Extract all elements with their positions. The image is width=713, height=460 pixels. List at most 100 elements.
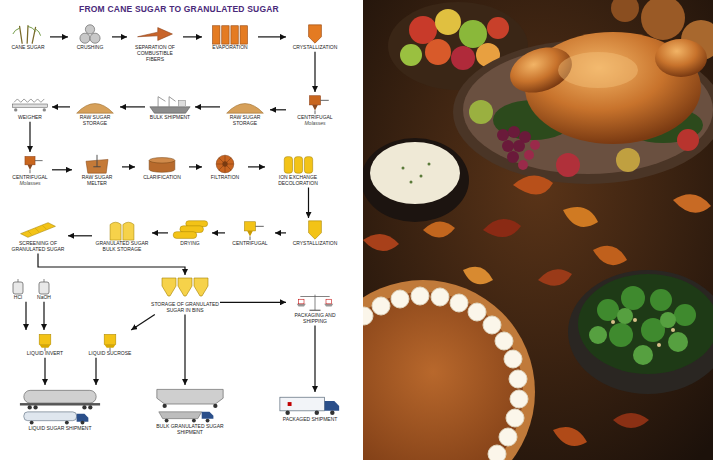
flow-arrow bbox=[120, 106, 145, 107]
equipment-icon bbox=[7, 23, 49, 45]
process-step: CRYSTALLIZATION bbox=[286, 218, 344, 248]
step-label: LIQUID SUGAR SHIPMENT bbox=[16, 426, 104, 432]
process-step: NaOH bbox=[32, 278, 56, 302]
step-label: BULK GRANULATED SUGAR SHIPMENT bbox=[151, 424, 229, 436]
process-step: SEPARATION OF COMBUSTIBLE FIBERS bbox=[127, 22, 183, 63]
flow-arrow bbox=[275, 232, 286, 233]
equipment-icon bbox=[287, 93, 343, 115]
equipment-icon bbox=[287, 219, 343, 241]
step-label: LIQUID SUCROSE bbox=[88, 351, 132, 357]
flow-arrow bbox=[29, 122, 30, 152]
step-label: CRYSTALLIZATION bbox=[287, 241, 343, 247]
step-label: PACKAGING AND SHIPPING bbox=[287, 313, 343, 325]
process-step: CENTRIFUGAL bbox=[225, 218, 275, 248]
process-step: CENTRIFUGALMolasses bbox=[286, 92, 344, 128]
process-step: HCl bbox=[7, 278, 29, 302]
equipment-icon bbox=[287, 291, 343, 313]
flow-arrow bbox=[50, 36, 68, 37]
flow-arrow bbox=[131, 315, 155, 331]
equipment-icon bbox=[151, 386, 229, 424]
flow-arrow bbox=[212, 232, 225, 233]
flow-arrow bbox=[314, 326, 315, 393]
step-label: LIQUID INVERT bbox=[24, 351, 66, 357]
flow-arrow bbox=[38, 254, 185, 276]
equipment-icon bbox=[266, 153, 330, 175]
flow-arrow bbox=[68, 235, 92, 236]
step-label: SCREENING OF GRANULATED SUGAR bbox=[9, 241, 67, 253]
process-step: RAW SUGAR MELTER bbox=[72, 152, 122, 188]
equipment-icon bbox=[136, 153, 188, 175]
step-label: SEPARATION OF COMBUSTIBLE FIBERS bbox=[128, 45, 182, 62]
equipment-icon bbox=[226, 219, 274, 241]
process-step: RAW SUGAR STORAGE bbox=[70, 92, 120, 128]
process-step: PACKAGING AND SHIPPING bbox=[286, 290, 344, 326]
step-label: WEIGHER bbox=[9, 115, 51, 121]
equipment-icon bbox=[276, 393, 344, 417]
process-step: CENTRIFUGALMolasses bbox=[8, 152, 52, 188]
step-label: RAW SUGAR MELTER bbox=[73, 175, 121, 187]
step-label: ION EXCHANGE DECOLORATION bbox=[266, 175, 330, 187]
step-label: NaOH bbox=[33, 295, 55, 301]
step-label: CRYSTALLIZATION bbox=[287, 45, 343, 51]
flow-arrow bbox=[122, 166, 135, 167]
step-label: RAW SUGAR STORAGE bbox=[221, 115, 269, 127]
process-step: LIQUID SUGAR SHIPMENT bbox=[15, 385, 105, 433]
equipment-icon bbox=[203, 23, 257, 45]
flow-arrow bbox=[195, 106, 220, 107]
flow-arrow bbox=[25, 302, 26, 330]
process-step: RAW SUGAR STORAGE bbox=[220, 92, 270, 128]
flow-arrow bbox=[183, 36, 202, 37]
equipment-icon bbox=[146, 93, 194, 115]
flow-arrow bbox=[189, 166, 202, 167]
flow-arrow bbox=[308, 188, 309, 219]
equipment-icon bbox=[69, 23, 111, 45]
flow-arrow bbox=[95, 358, 96, 385]
equipment-icon bbox=[8, 279, 28, 295]
by-product-label: Molasses bbox=[287, 121, 343, 127]
equipment-icon bbox=[9, 153, 51, 175]
process-step: SCREENING OF GRANULATED SUGAR bbox=[8, 218, 68, 254]
step-label: CRUSHING bbox=[69, 45, 111, 51]
equipment-icon bbox=[9, 93, 51, 115]
process-step: LIQUID SUCROSE bbox=[87, 330, 133, 358]
process-step: GRANULATED SUGAR BULK STORAGE bbox=[92, 218, 152, 254]
step-label: CLARIFICATION bbox=[136, 175, 188, 181]
step-label: FILTRATION bbox=[203, 175, 247, 181]
flow-arrow bbox=[52, 169, 72, 170]
process-step: STORAGE OF GRANULATED SUGAR IN BINS bbox=[150, 275, 220, 315]
process-step: EVAPORATION bbox=[202, 22, 258, 52]
equipment-icon bbox=[151, 276, 219, 302]
equipment-icon bbox=[9, 219, 67, 241]
equipment-icon bbox=[71, 93, 119, 115]
process-step: DRYING bbox=[168, 218, 212, 248]
flow-arrow bbox=[270, 109, 286, 110]
process-step: CRYSTALLIZATION bbox=[286, 22, 344, 52]
step-label: EVAPORATION bbox=[203, 45, 257, 51]
step-label: PACKAGED SHIPMENT bbox=[276, 417, 344, 423]
equipment-icon bbox=[169, 219, 211, 241]
food-photo bbox=[363, 0, 713, 460]
step-label: RAW SUGAR STORAGE bbox=[71, 115, 119, 127]
flow-arrow bbox=[184, 315, 185, 386]
flow-arrow bbox=[258, 36, 286, 37]
equipment-icon bbox=[203, 153, 247, 175]
equipment-icon bbox=[16, 386, 104, 426]
by-product-label: Molasses bbox=[9, 181, 51, 187]
step-label: CENTRIFUGAL bbox=[226, 241, 274, 247]
step-label: BULK SHIPMENT bbox=[146, 115, 194, 121]
equipment-icon bbox=[221, 93, 269, 115]
equipment-icon bbox=[128, 23, 182, 45]
flow-arrow bbox=[314, 52, 315, 92]
step-label: GRANULATED SUGAR BULK STORAGE bbox=[93, 241, 151, 253]
process-step: WEIGHER bbox=[8, 92, 52, 122]
process-step: PACKAGED SHIPMENT bbox=[275, 392, 345, 424]
flow-arrow bbox=[248, 166, 265, 167]
process-step: FILTRATION bbox=[202, 152, 248, 182]
step-label: DRYING bbox=[169, 241, 211, 247]
process-step: CRUSHING bbox=[68, 22, 112, 52]
process-step: CLARIFICATION bbox=[135, 152, 189, 182]
equipment-icon bbox=[24, 331, 66, 351]
flow-arrow bbox=[43, 302, 44, 330]
